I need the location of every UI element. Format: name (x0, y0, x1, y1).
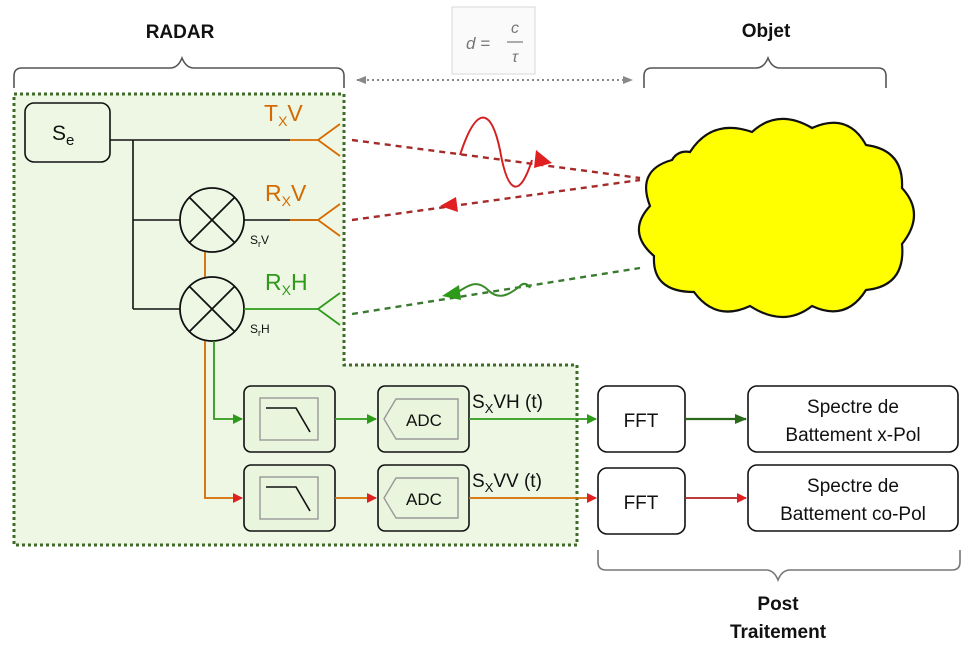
adc-vv-label: ADC (406, 490, 442, 509)
fft-block-copol (597, 467, 686, 535)
post-brace (597, 550, 961, 583)
spectrum-xpol-line1: Spectre de (807, 397, 899, 418)
post-title-line1: Post (757, 594, 799, 615)
mixer-h-cross-b (188, 285, 236, 333)
formula-lhs: d = (466, 34, 490, 53)
adc-vv-icon (383, 477, 459, 519)
object-cloud (637, 117, 915, 318)
lowpass-filter-vv (243, 464, 336, 532)
rxv-antenna-icon (316, 203, 341, 237)
sxvh-label: SXVH (t) (472, 392, 543, 416)
vh-path-to-filter (213, 341, 243, 424)
fft-xpol-label: FFT (624, 411, 659, 432)
srh-label: SrH (250, 322, 270, 338)
tx-wave-arrowhead (534, 150, 552, 168)
spectrum-copol-line2: Battement co-Pol (780, 504, 926, 525)
adc-vh-icon (383, 398, 459, 440)
se-label: Se (52, 122, 74, 149)
lowpass-vv-icon (266, 486, 311, 512)
rxv-label: RXV (265, 180, 307, 209)
vv-path-to-filter (204, 341, 243, 503)
lowpass-filter-vh (243, 385, 336, 453)
tx-wave-icon (459, 116, 533, 188)
tx-wave-path (351, 138, 641, 180)
formula-box (451, 6, 536, 75)
rxh-return-path (351, 266, 641, 316)
mixer-v-cross-b (188, 196, 236, 244)
spectrum-xpol-block (747, 385, 959, 453)
spectrum-xpol-line2: Battement x-Pol (785, 425, 920, 446)
se-block (24, 102, 111, 163)
adc-vh-label: ADC (406, 411, 442, 430)
rxh-antenna-icon (316, 292, 341, 326)
fft-copol-label: FFT (624, 493, 659, 514)
txv-label: TXV (264, 100, 303, 129)
formula-numerator: c (511, 20, 519, 37)
post-title-line2: Traitement (730, 622, 827, 643)
rxv-return-arrowhead (440, 197, 458, 212)
sxvv-label: SXVV (t) (472, 471, 542, 495)
srv-label: SrV (250, 233, 269, 249)
spectrum-copol-block (747, 464, 959, 532)
rxh-wave-icon (457, 282, 531, 297)
rxh-label: RXH (265, 269, 308, 298)
filter-vh-inner (259, 397, 319, 441)
objet-title: Objet (742, 21, 791, 42)
formula-denominator: τ (512, 49, 519, 66)
spectrum-copol-line1: Spectre de (807, 476, 899, 497)
tx-antenna-icon (316, 123, 341, 157)
filter-vv-inner (259, 476, 319, 520)
lowpass-vh-icon (266, 407, 311, 433)
radar-brace (13, 55, 345, 88)
radar-title: RADAR (146, 22, 215, 43)
rxv-return-path (351, 178, 641, 222)
rxh-return-arrowhead (442, 285, 461, 300)
objet-brace (643, 55, 887, 88)
